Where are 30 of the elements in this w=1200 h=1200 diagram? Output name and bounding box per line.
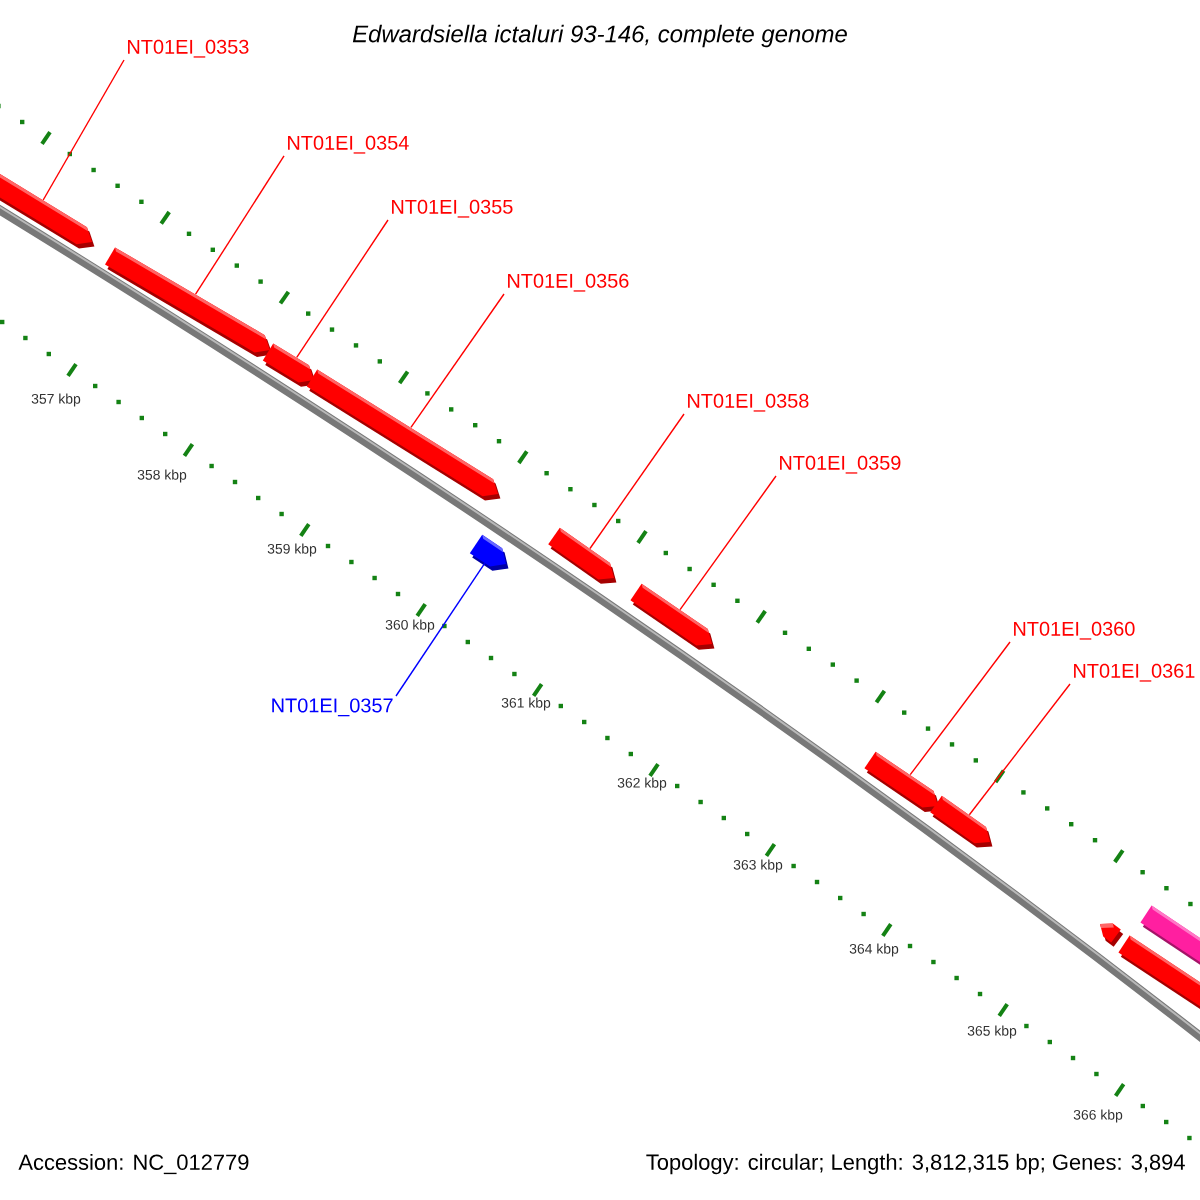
leader-line <box>410 293 505 429</box>
gene-label: NT01EI_0354 <box>288 135 409 154</box>
gene-label: NT01EI_0356 <box>508 273 629 292</box>
gene-block <box>864 751 941 812</box>
gene-block <box>105 247 273 357</box>
gene-label: NT01EI_0353 <box>128 39 249 58</box>
gene-block <box>306 369 501 501</box>
gene-label: NT01EI_0361 <box>1074 663 1195 682</box>
gene-block <box>930 795 993 848</box>
gene-label: NT01EI_0359 <box>780 455 901 474</box>
title: Edwardsiella ictaluri 93-146, complete genome <box>352 24 847 48</box>
gene-label: NT01EI_0358 <box>688 393 809 412</box>
leader-line <box>909 641 1011 776</box>
leader-line <box>42 59 125 201</box>
leader-line <box>395 562 486 697</box>
leader-line <box>194 155 285 295</box>
gene-block <box>548 527 617 584</box>
leader-line <box>679 475 777 611</box>
leader-line <box>589 413 685 550</box>
gene-block <box>1100 923 1124 947</box>
leader-line <box>968 683 1071 816</box>
gene-block <box>630 583 715 650</box>
gene-label: NT01EI_0357 <box>272 698 393 717</box>
gene-label: NT01EI_0360 <box>1014 621 1135 640</box>
gene-block <box>469 534 509 571</box>
leader-line <box>296 219 389 359</box>
info-text: Accession: NC_012779 <box>18 1153 249 1175</box>
info-text: Topology: circular; Length: 3,812,315 bp; Genes: 3,894 <box>646 1153 1185 1175</box>
gene-block <box>262 343 317 387</box>
gene-label: NT01EI_0355 <box>392 199 513 218</box>
